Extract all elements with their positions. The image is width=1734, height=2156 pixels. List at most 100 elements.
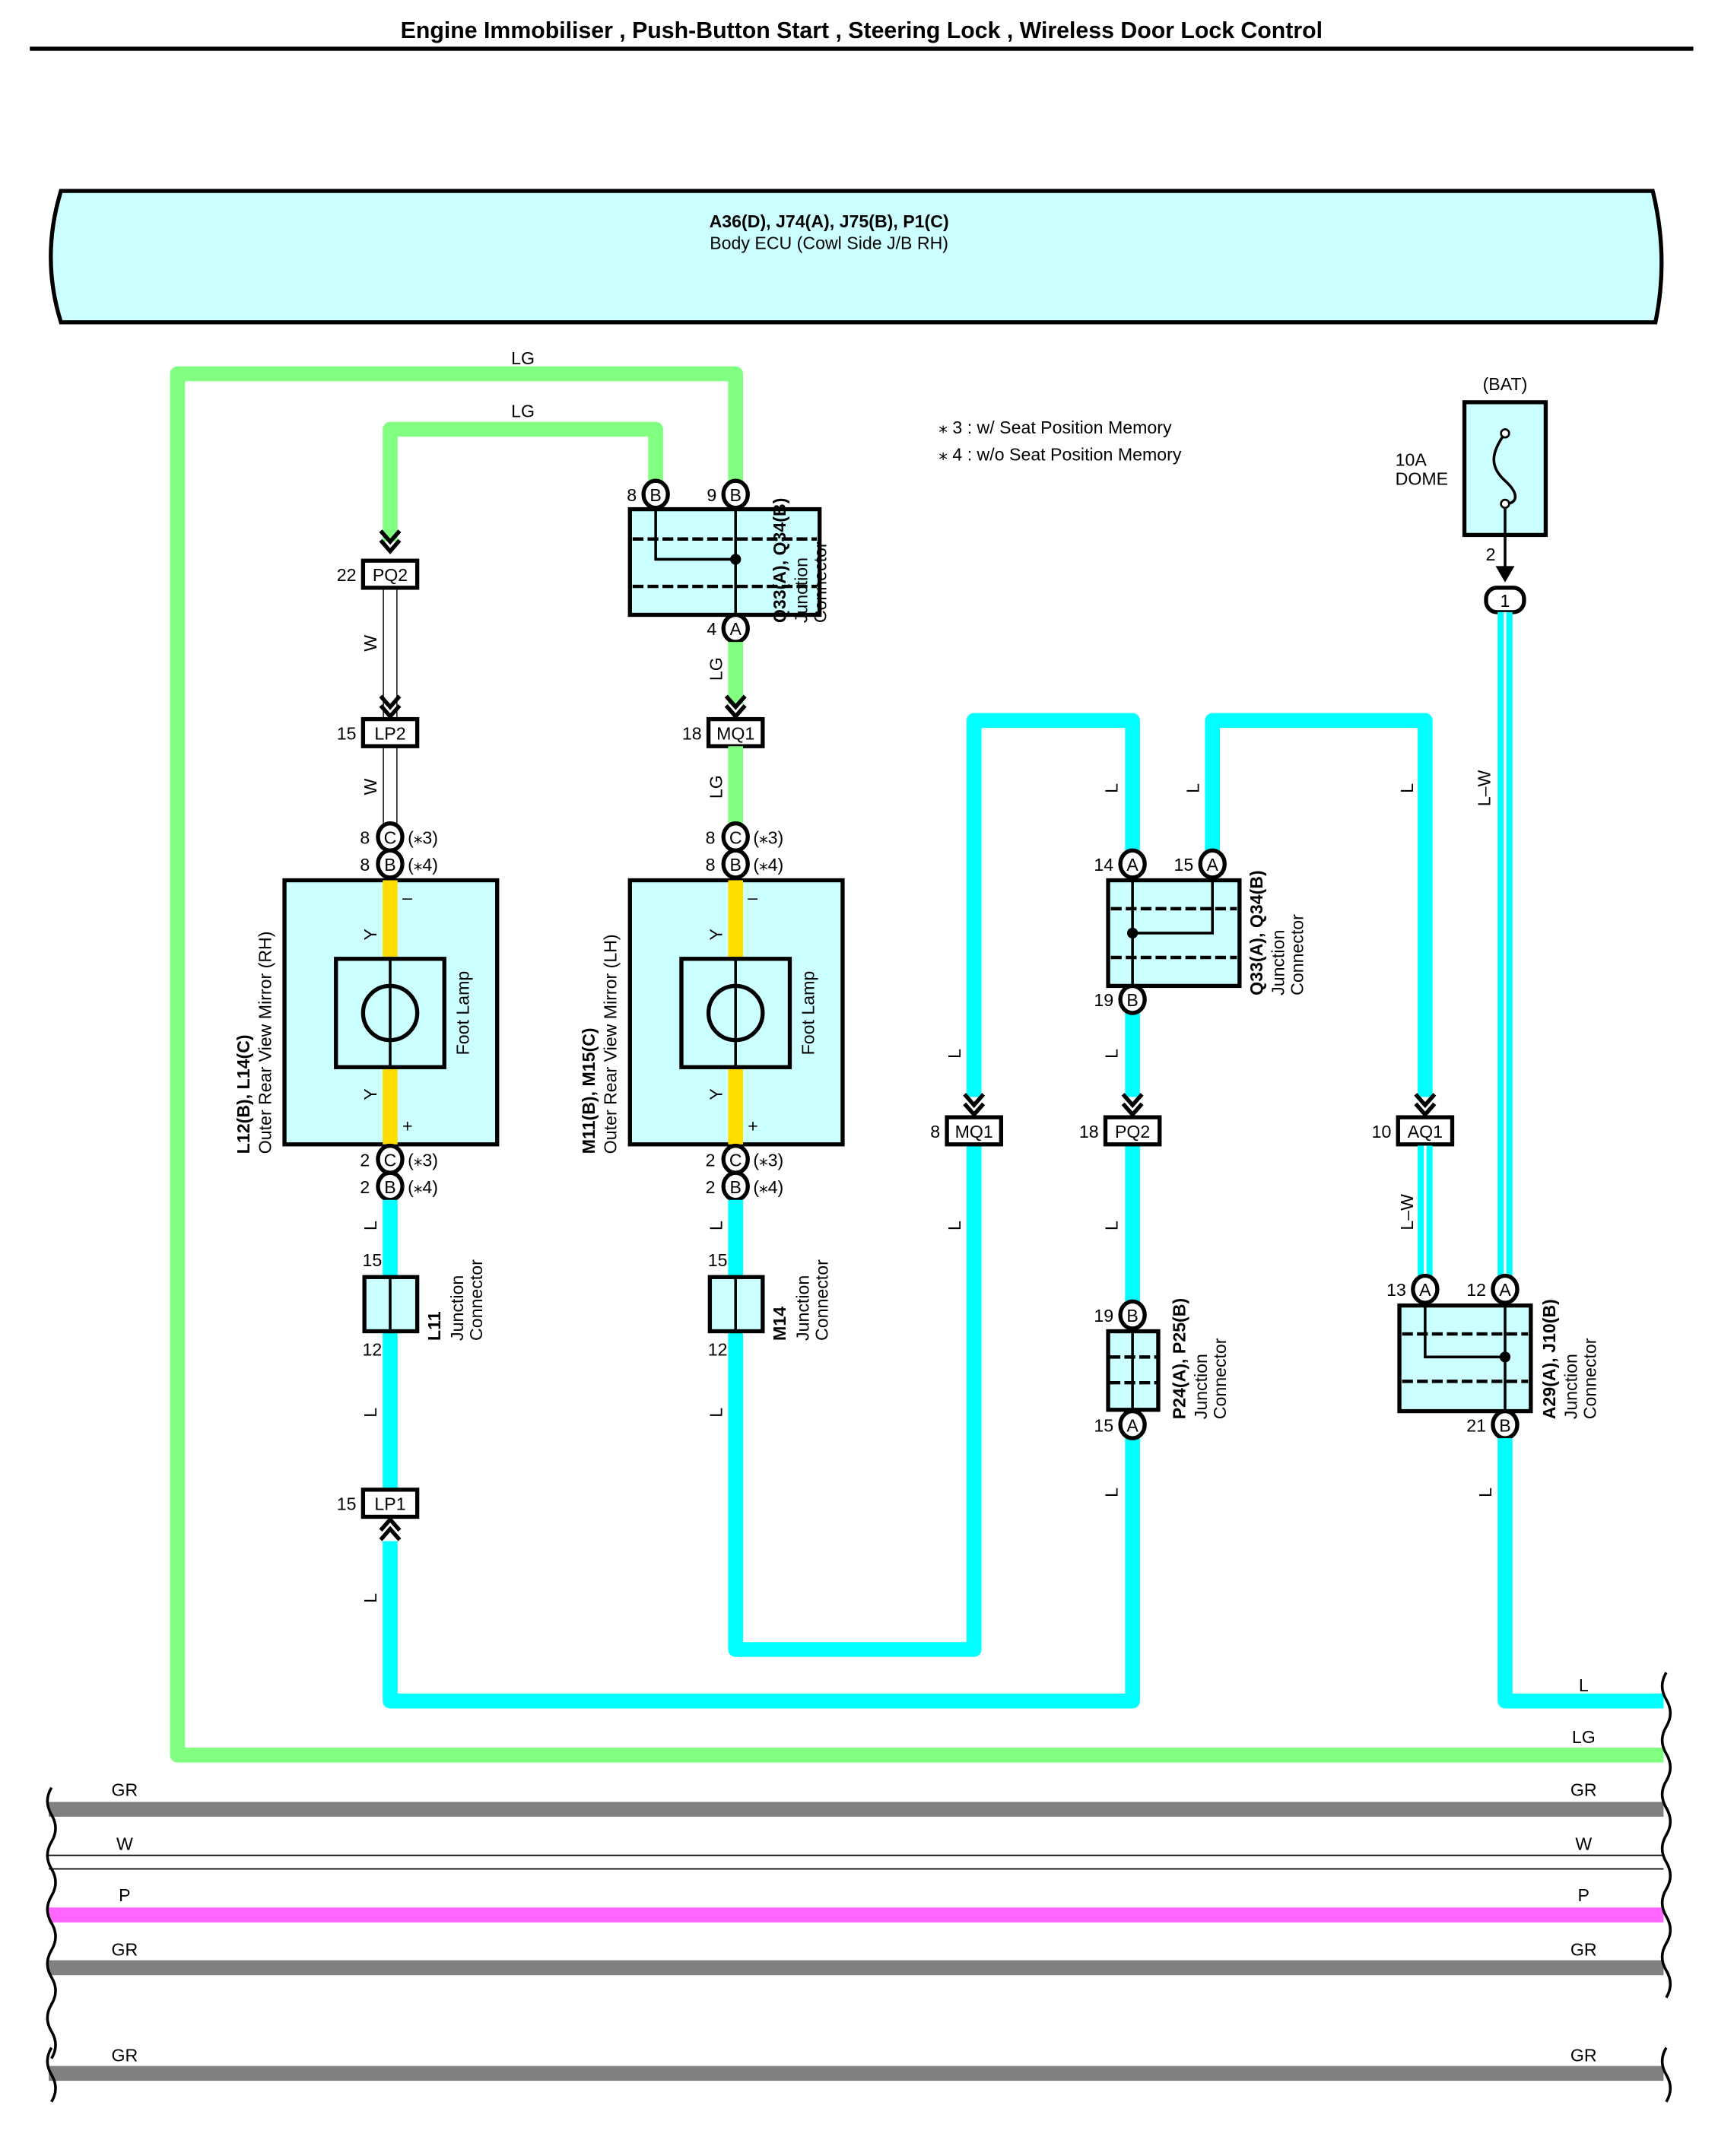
pin-8b[interactable] [641,478,670,510]
pin-number: 15 [1094,1415,1113,1435]
pin-number: 2 [706,1177,716,1197]
note-seat-memory: ⁎ 3 : w/ Seat Position Memory [938,418,1172,437]
bus-label: P [119,1885,130,1905]
pin-number: 8 [360,827,370,847]
pin-note: (⁎3) [753,827,783,847]
arrow-down-icon [1495,566,1515,583]
wire-l-lh-loop[interactable] [728,1145,982,1657]
pin-number: 18 [682,723,702,743]
pin-number: 19 [1094,990,1113,1010]
pin-13a[interactable] [1411,1273,1440,1305]
pin-id: 1 [1501,591,1510,611]
pin-id: A [1126,1415,1139,1435]
wire-label-l: L [360,1408,380,1418]
junction-code: P24(A), P25(B) [1170,1298,1189,1419]
pin-note: (⁎4) [408,855,438,875]
wire-l-right-out[interactable] [1497,1438,1664,1709]
junction-q33-top[interactable] [627,506,822,618]
bus-w[interactable] [49,1854,1664,1870]
connector-label: LP1 [374,1494,405,1514]
connector-label: PQ2 [1115,1122,1150,1142]
junction-a29[interactable] [1397,1303,1533,1414]
connector-label: MQ1 [955,1122,993,1142]
pin-number: 12 [708,1340,728,1360]
connector-label: AQ1 [1408,1122,1443,1142]
pin-number: 15 [708,1250,728,1270]
connector-arrow-icon [1414,1093,1437,1118]
connector-arrow-icon [1121,1093,1144,1118]
pin-note: (⁎4) [753,1177,783,1197]
bus-label: GR [1570,1939,1597,1959]
pin-number: 14 [1094,855,1113,875]
wire-label-y: Y [360,929,380,940]
body-ecu-block[interactable] [49,189,1664,325]
junction-label: Junction [447,1275,467,1341]
battery-label: (BAT) [1483,374,1528,394]
pin-15a[interactable] [1198,848,1227,880]
junction-label: Junction [1269,930,1288,995]
wire-label-l: L [706,1221,726,1230]
pin-9b[interactable] [721,478,750,510]
wire-label-l: L [1397,783,1417,793]
junction-label: Junction [792,1275,812,1341]
pin-19b[interactable] [1118,983,1147,1015]
pin-number: 15 [337,1494,357,1514]
pin-number: 19 [1094,1306,1113,1326]
inline-connector-aq1[interactable] [1396,1115,1455,1147]
mirror-rh[interactable] [282,878,500,1147]
wire-l-mq1-loop[interactable] [966,713,1140,1097]
connector-label: MQ1 [716,723,754,743]
bus-label: GR [112,1780,138,1799]
pin-id: A [1499,1280,1511,1300]
wire-label-lg: LG [706,775,726,799]
pin-number: 10 [1372,1122,1392,1142]
inline-connector-mq1-right[interactable] [945,1115,1004,1147]
pin-id: B [384,1177,395,1197]
pin-15a[interactable] [1118,1408,1147,1440]
polarity-plus: + [402,1116,413,1136]
pin-12a[interactable] [1491,1273,1520,1305]
wire-label-lg-top1: LG [511,348,535,368]
pin-id: C [384,827,397,847]
pin-id: A [1419,1280,1431,1300]
wire-lg-inner[interactable] [383,421,663,542]
pin-id: A [729,619,742,639]
wire-label-l: L [360,1593,380,1603]
wire-label-lg-top2: LG [511,401,535,421]
bulb-icon [706,983,765,1043]
inline-connector-lp2[interactable] [360,716,420,748]
pin-id: B [729,855,741,875]
inline-connector-pq2-right[interactable] [1103,1115,1162,1147]
pin-number: 2 [1486,545,1496,564]
pin-id: B [1126,1306,1138,1326]
pin-14a[interactable] [1118,848,1147,880]
wire-l-bottom-loop[interactable] [383,1438,1140,1709]
mirror-lh[interactable] [627,878,845,1147]
pin-id: B [384,855,395,875]
fuse-rating: 10A [1396,450,1428,470]
pin-number: 15 [363,1250,383,1270]
pin-id: B [729,1177,741,1197]
connector-arrow-icon [724,694,747,720]
junction-label: Connector [1210,1338,1230,1419]
inline-connector-pq2[interactable] [360,558,420,590]
wire-l-aq1-loop[interactable] [1205,713,1433,1097]
pin-19b[interactable] [1118,1299,1147,1331]
wire-lg-outer[interactable] [170,366,1664,1763]
pin-number: 22 [337,565,357,585]
bus-label: W [1575,1834,1592,1854]
pin-id: B [1499,1415,1510,1435]
pin-number: 8 [930,1122,940,1142]
fuse-terminal [1500,498,1510,510]
bus-label: GR [112,2045,138,2065]
break-marks [46,1672,1672,2103]
pin-note: (⁎3) [408,827,438,847]
bus-label: GR [1570,2045,1597,2065]
fuse-terminal [1500,428,1510,439]
polarity-plus: + [748,1116,758,1136]
pin-number: 9 [707,485,716,505]
pin-id: C [384,1150,397,1170]
wire-label-lw: L–W [1474,770,1494,806]
connector-arrow-icon [963,1093,986,1118]
